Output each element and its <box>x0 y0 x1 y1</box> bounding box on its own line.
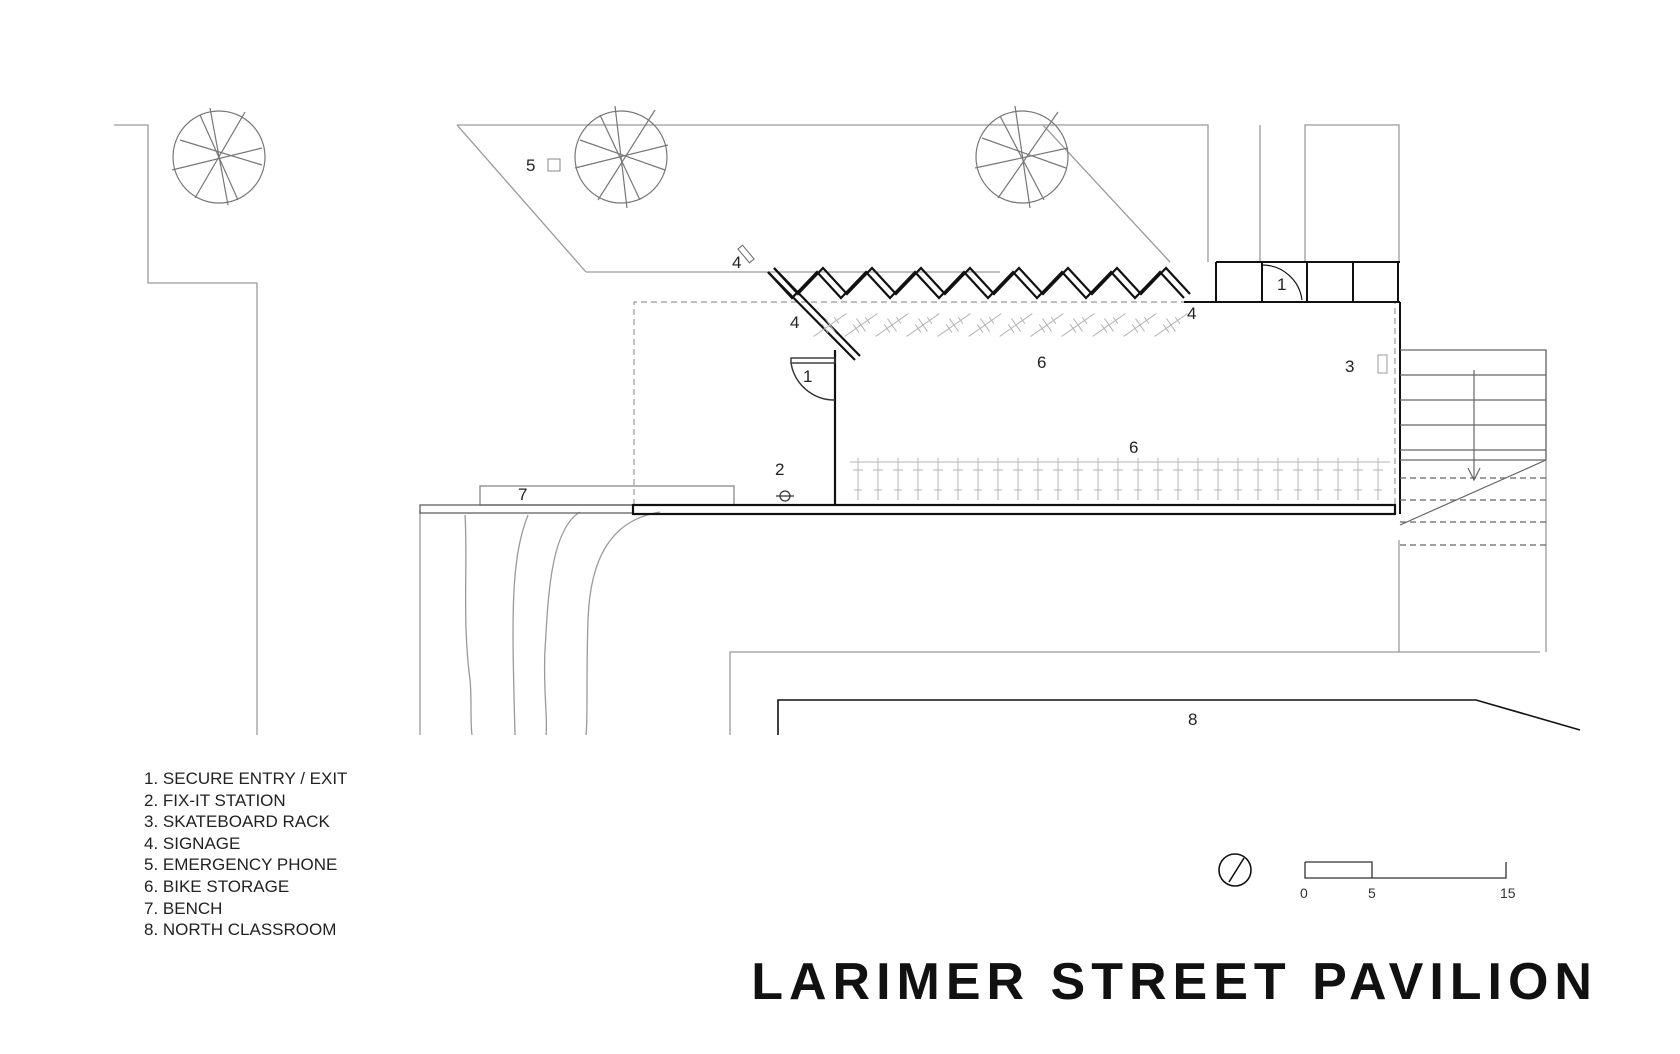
bike-upright <box>1273 458 1283 500</box>
bike-upright <box>1193 458 1203 500</box>
zigzag-fin-wall <box>767 266 1191 300</box>
north-arrow-icon <box>1218 853 1252 887</box>
callout-secure-entry-1: 1 <box>803 367 812 386</box>
bike-diagonal <box>906 313 940 337</box>
bike-upright <box>873 458 883 500</box>
scale-label-15: 15 <box>1500 885 1516 901</box>
bike-diagonal <box>1123 313 1157 337</box>
bike-upright <box>1313 458 1323 500</box>
callout-signage-c: 4 <box>1187 304 1196 323</box>
bike-upright <box>1233 458 1243 500</box>
pavilion-slab <box>419 503 1397 516</box>
bike-diagonal <box>844 313 878 337</box>
bike-upright <box>993 458 1003 500</box>
bike-storage-diagonal <box>813 313 1188 337</box>
callout-secure-entry-2: 1 <box>1277 275 1286 294</box>
stair <box>1399 349 1547 546</box>
bike-upright <box>893 458 903 500</box>
bike-diagonal <box>813 313 847 337</box>
roof-outline-dashed <box>633 301 1396 505</box>
bike-upright <box>973 458 983 500</box>
emergency-phone-symbol <box>547 158 561 172</box>
bike-upright <box>1173 458 1183 500</box>
legend-item-signage: 4. SIGNAGE <box>144 833 241 853</box>
legend-item-secure-entry: 1. SECURE ENTRY / EXIT <box>144 769 348 788</box>
legend-item-emergency-phone: 5. EMERGENCY PHONE <box>144 855 338 875</box>
callout-labels: 1 1 2 3 4 4 4 5 6 6 7 8 <box>518 156 1354 729</box>
bike-upright <box>1113 458 1123 500</box>
bike-upright <box>913 458 923 500</box>
bike-storage-row <box>850 458 1390 500</box>
bike-upright <box>1353 458 1363 500</box>
bike-upright <box>1133 458 1143 500</box>
tree-3 <box>974 105 1069 209</box>
legend-item-skateboard-rack: 3. SKATEBOARD RACK <box>144 812 330 832</box>
bike-diagonal <box>968 313 1002 337</box>
drawing-title: LARIMER STREET PAVILION <box>751 953 1598 1011</box>
signage-symbol <box>737 244 755 264</box>
north-classroom-outline <box>777 699 1581 735</box>
legend-item-north-classroom: 8. NORTH CLASSROOM <box>144 920 337 940</box>
bike-upright <box>1073 458 1083 500</box>
tree-symbols <box>171 105 1069 209</box>
callout-fixit-station: 2 <box>775 460 784 479</box>
bike-upright <box>953 458 963 500</box>
bike-diagonal <box>1092 313 1126 337</box>
bike-upright <box>853 458 863 500</box>
bike-upright <box>1373 458 1383 500</box>
bike-upright <box>1153 458 1163 500</box>
legend-item-bench: 7. BENCH <box>144 898 223 918</box>
legend-item-fixit-station: 2. FIX-IT STATION <box>144 790 286 810</box>
callout-signage-a: 4 <box>732 253 741 272</box>
fix-it-station-symbol <box>776 490 794 502</box>
callout-north-classroom: 8 <box>1188 710 1197 729</box>
bike-upright <box>933 458 943 500</box>
bike-upright <box>1253 458 1263 500</box>
scale-label-5: 5 <box>1368 885 1376 901</box>
bike-upright <box>1093 458 1103 500</box>
legend-list: 1. SECURE ENTRY / EXIT 2. FIX-IT STATION… <box>144 768 347 941</box>
bike-upright <box>1333 458 1343 500</box>
callout-bench: 7 <box>518 485 527 504</box>
bike-diagonal <box>1030 313 1064 337</box>
east-screen-fence <box>1184 261 1401 514</box>
callout-bike-storage-a: 6 <box>1037 353 1046 372</box>
bike-upright <box>1013 458 1023 500</box>
tree-1 <box>171 107 266 206</box>
bike-upright <box>1293 458 1303 500</box>
bike-diagonal <box>875 313 909 337</box>
bike-upright <box>1213 458 1223 500</box>
diagonal-entry-wall <box>767 267 861 505</box>
bike-diagonal <box>937 313 971 337</box>
bike-upright <box>1033 458 1043 500</box>
site-context-lines <box>114 124 1547 736</box>
skateboard-rack-symbol <box>1377 354 1388 374</box>
secure-entry-door-left <box>790 357 836 401</box>
callout-skateboard-rack: 3 <box>1345 357 1354 376</box>
bike-diagonal <box>999 313 1033 337</box>
tree-2 <box>574 105 669 209</box>
callout-bike-storage-b: 6 <box>1129 438 1138 457</box>
bike-upright <box>1053 458 1063 500</box>
scale-bar <box>1304 861 1507 879</box>
legend-item-bike-storage: 6. BIKE STORAGE <box>144 876 290 896</box>
scale-label-0: 0 <box>1300 885 1308 901</box>
callout-signage-b: 4 <box>790 313 799 332</box>
bike-diagonal <box>1154 313 1188 337</box>
bike-diagonal <box>1061 313 1095 337</box>
callout-emergency-phone: 5 <box>526 156 535 175</box>
